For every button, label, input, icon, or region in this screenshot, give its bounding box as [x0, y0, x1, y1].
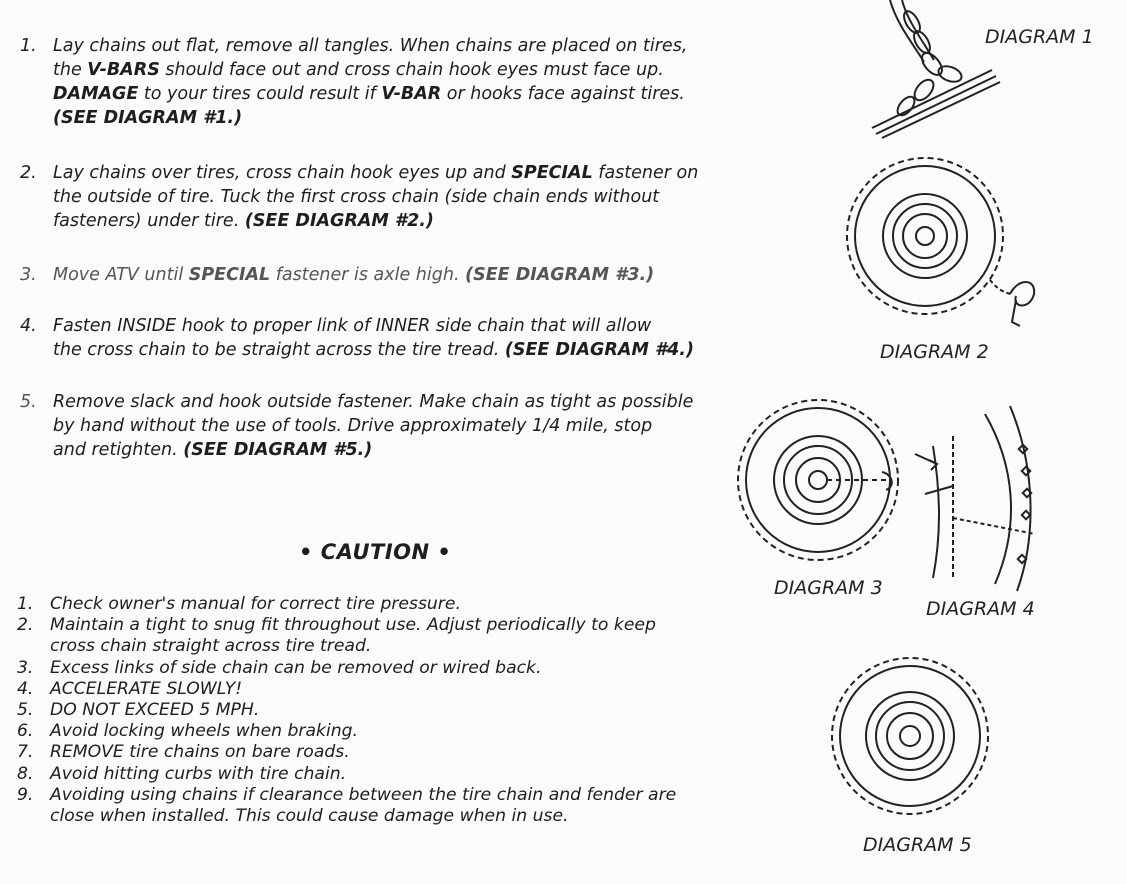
caution-number: 7.	[17, 742, 34, 763]
diagram-4-label: DIAGRAM 4	[926, 598, 1035, 620]
text-line: the V-BARS should face out and cross cha…	[53, 60, 664, 80]
diagram-3-tire-illustration	[737, 399, 899, 561]
caution-heading: • CAUTION •	[299, 540, 452, 564]
caution-item: 9. Avoiding using chains if clearance bet…	[17, 785, 676, 827]
caution-item: 6. Avoid locking wheels when braking.	[17, 721, 676, 742]
step-5: 5. Remove slack and hook outside fastene…	[20, 390, 693, 462]
caution-number: 4.	[17, 678, 34, 699]
caution-text: Maintain a tight to snug fit throughout …	[50, 615, 676, 657]
text-line: the outside of tire. Tuck the first cros…	[53, 187, 660, 207]
step-text: Lay chains out flat, remove all tangles.…	[53, 34, 687, 130]
step-number: 5.	[20, 392, 37, 412]
text-line: Fasten INSIDE hook to proper link of INN…	[53, 316, 652, 336]
diagram-1-chain-illustration	[871, 0, 1001, 139]
step-4: 4. Fasten INSIDE hook to proper link of …	[20, 314, 694, 362]
caution-text: Avoid locking wheels when braking.	[50, 721, 676, 742]
diagram-2-tire-illustration	[846, 157, 1036, 327]
text-line: Maintain a tight to snug fit throughout …	[50, 615, 656, 636]
step-1: 1. Lay chains out flat, remove all tangl…	[20, 34, 687, 130]
text-line: cross chain straight across tire tread.	[50, 636, 372, 657]
text-line: Avoid locking wheels when braking.	[50, 721, 359, 742]
step-2: 2. Lay chains over tires, cross chain ho…	[20, 161, 698, 233]
caution-item: 8. Avoid hitting curbs with tire chain.	[17, 764, 676, 785]
text-line: ACCELERATE SLOWLY!	[50, 678, 243, 699]
caution-number: 5.	[17, 700, 34, 721]
text-line: Remove slack and hook outside fastener. …	[53, 392, 694, 412]
text-line: close when installed. This could cause d…	[50, 806, 569, 827]
step-text: Remove slack and hook outside fastener. …	[53, 390, 693, 462]
text-line: DO NOT EXCEED 5 MPH.	[50, 700, 260, 721]
step-text: Fasten INSIDE hook to proper link of INN…	[53, 314, 694, 362]
text-line: Avoiding using chains if clearance betwe…	[50, 784, 677, 805]
caution-item: 2. Maintain a tight to snug fit throughou…	[17, 615, 676, 657]
caution-item: 1. Check owner's manual for correct tire …	[17, 594, 676, 615]
text-line: Avoid hitting curbs with tire chain.	[50, 763, 347, 784]
text-line: the cross chain to be straight across th…	[53, 340, 694, 360]
step-number: 2.	[20, 163, 37, 183]
step-text: Lay chains over tires, cross chain hook …	[53, 161, 698, 233]
diagram-5-tire-illustration	[831, 657, 989, 815]
caution-number: 8.	[17, 763, 34, 784]
diagram-1-label: DIAGRAM 1	[985, 26, 1094, 48]
caution-item: 4. ACCELERATE SLOWLY!	[17, 679, 676, 700]
caution-text: ACCELERATE SLOWLY!	[50, 679, 676, 700]
diagram-2-label: DIAGRAM 2	[880, 341, 989, 363]
text-line: and retighten. (SEE DIAGRAM #5.)	[53, 440, 373, 460]
text-line: DAMAGE to your tires could result if V-B…	[53, 84, 685, 104]
text-line: Lay chains out flat, remove all tangles.…	[53, 36, 688, 56]
caution-number: 3.	[17, 657, 34, 678]
text-line: fasteners) under tire. (SEE DIAGRAM #2.)	[53, 211, 434, 231]
step-number: 1.	[20, 36, 37, 56]
caution-item: 7. REMOVE tire chains on bare roads.	[17, 742, 676, 763]
caution-number: 1.	[17, 594, 34, 614]
step-text: Move ATV until SPECIAL fastener is axle …	[53, 263, 654, 287]
text-line: Lay chains over tires, cross chain hook …	[53, 163, 699, 183]
caution-number: 2.	[17, 615, 34, 636]
text-line: REMOVE tire chains on bare roads.	[50, 742, 350, 763]
caution-text: DO NOT EXCEED 5 MPH.	[50, 700, 676, 721]
caution-list: 1. Check owner's manual for correct tire …	[17, 594, 676, 827]
text-line: Move ATV until SPECIAL fastener is axle …	[53, 265, 655, 285]
diagram-4-tread-illustration	[914, 405, 1036, 592]
caution-number: 9.	[17, 784, 34, 805]
diagram-3-label: DIAGRAM 3	[774, 577, 883, 599]
caution-text: REMOVE tire chains on bare roads.	[50, 742, 676, 763]
caution-item: 3. Excess links of side chain can be remo…	[17, 658, 676, 679]
caution-text: Avoid hitting curbs with tire chain.	[50, 764, 676, 785]
caution-item: 5. DO NOT EXCEED 5 MPH.	[17, 700, 676, 721]
caution-text: Check owner's manual for correct tire pr…	[50, 594, 676, 615]
diagram-5-label: DIAGRAM 5	[863, 834, 972, 856]
step-number: 4.	[20, 316, 37, 336]
step-number: 3.	[20, 265, 37, 285]
text-line: by hand without the use of tools. Drive …	[53, 416, 653, 436]
caution-text: Avoiding using chains if clearance betwe…	[50, 785, 676, 827]
step-3: 3. Move ATV until SPECIAL fastener is ax…	[20, 263, 654, 287]
text-line: Excess links of side chain can be remove…	[50, 657, 542, 678]
caution-text: Excess links of side chain can be remove…	[50, 658, 676, 679]
text-line: Check owner's manual for correct tire pr…	[50, 594, 461, 614]
text-line: (SEE DIAGRAM #1.)	[53, 108, 243, 128]
caution-number: 6.	[17, 721, 34, 742]
